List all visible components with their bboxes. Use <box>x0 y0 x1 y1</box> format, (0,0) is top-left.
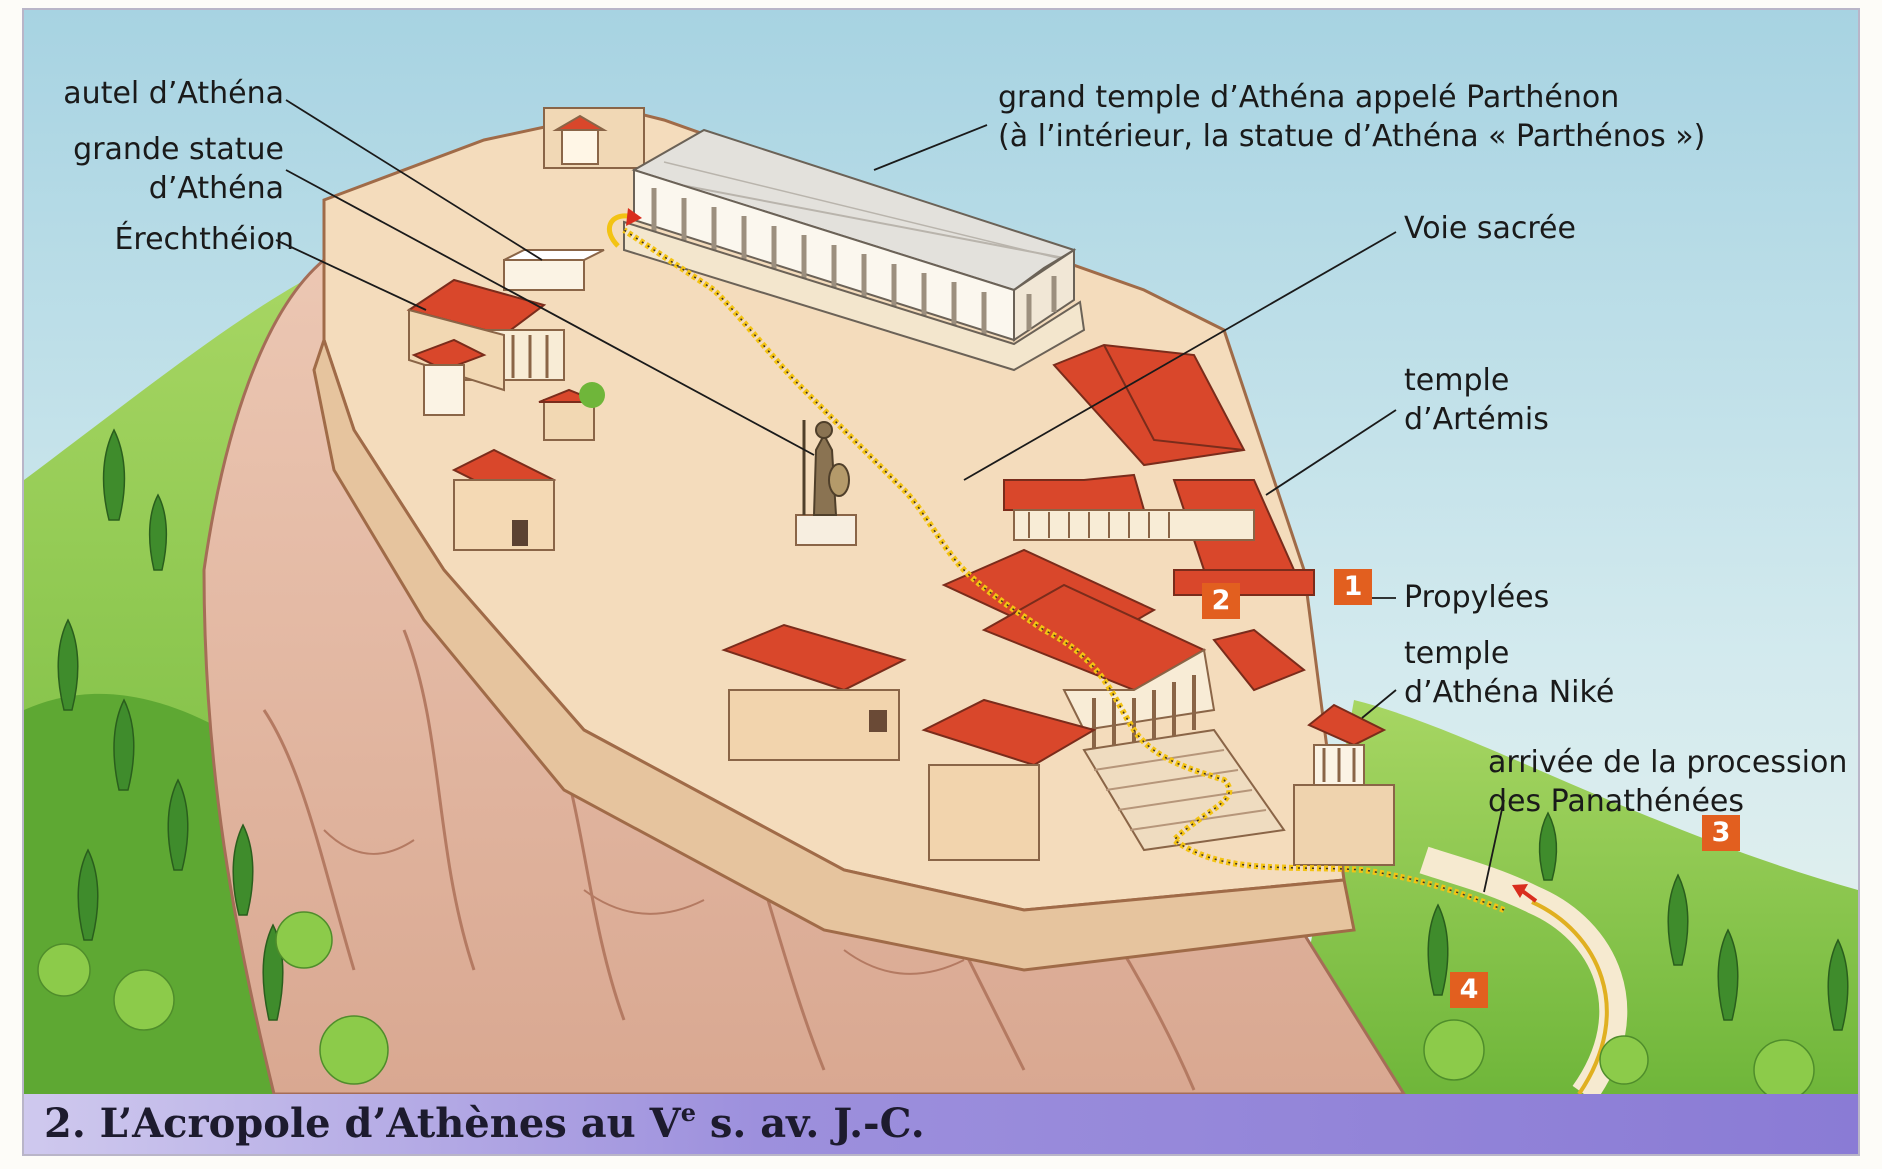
label-statue-of-athena-line2: d’Athéna <box>148 171 284 206</box>
label-temple-of-athena-nike-line2: d’Athéna Niké <box>1404 675 1615 710</box>
label-procession-line2: des Panathénées <box>1488 784 1744 819</box>
label-parthenon-line1: grand temple d’Athéna appelé Parthénon <box>998 80 1620 115</box>
temple-of-artemis <box>1003 343 1296 571</box>
small-shrine <box>543 107 645 169</box>
caption-bar: 2. L’Acropole d’Athènes au Ve s. av. J.-… <box>24 1094 1858 1154</box>
label-erechtheion: Érechthéion <box>114 222 294 257</box>
acropolis-illustration <box>24 10 1858 1094</box>
procession-arrow-bottom <box>1512 884 1538 903</box>
erechtheion <box>406 278 605 441</box>
approach-path <box>1419 846 1628 1094</box>
badge-1: 1 <box>1334 569 1372 605</box>
trees <box>57 428 1849 1031</box>
label-propylaea: Propylées <box>1404 580 1550 615</box>
label-procession-line1: arrivée de la procession <box>1488 745 1848 780</box>
label-altar-of-athena: autel d’Athéna <box>63 76 284 111</box>
label-temple-of-artemis-line2: d’Artémis <box>1404 402 1549 437</box>
label-statue-of-athena-line1: grande statue <box>73 132 284 167</box>
badge-3: 3 <box>1702 815 1740 851</box>
label-parthenon-line2: (à l’intérieur, la statue d’Athéna « Par… <box>998 119 1706 154</box>
pinakotheke <box>721 623 1097 861</box>
statue-of-athena <box>795 420 857 546</box>
parthenon <box>623 128 1086 372</box>
temple-of-athena-nike <box>1293 703 1395 866</box>
figure-caption: 2. L’Acropole d’Athènes au Ve s. av. J.-… <box>44 1100 925 1148</box>
figure-frame: autel d’Athéna grande statue d’Athéna Ér… <box>22 8 1860 1156</box>
propylaea <box>941 548 1315 852</box>
badge-4: 4 <box>1450 972 1488 1008</box>
chalkotheke <box>451 448 557 551</box>
caption-prefix: 2. L’Acropole d’Athènes au V <box>44 1100 681 1147</box>
bushes <box>37 911 1815 1094</box>
badge-2: 2 <box>1202 583 1240 619</box>
procession-arrow-top <box>606 208 642 248</box>
label-sacred-way: Voie sacrée <box>1404 211 1576 246</box>
caption-superscript: e <box>680 1098 696 1127</box>
caption-suffix: s. av. J.-C. <box>695 1100 925 1147</box>
leader-lines <box>275 99 1505 893</box>
label-temple-of-artemis-line1: temple <box>1404 363 1510 398</box>
label-temple-of-athena-nike-line1: temple <box>1404 636 1510 671</box>
